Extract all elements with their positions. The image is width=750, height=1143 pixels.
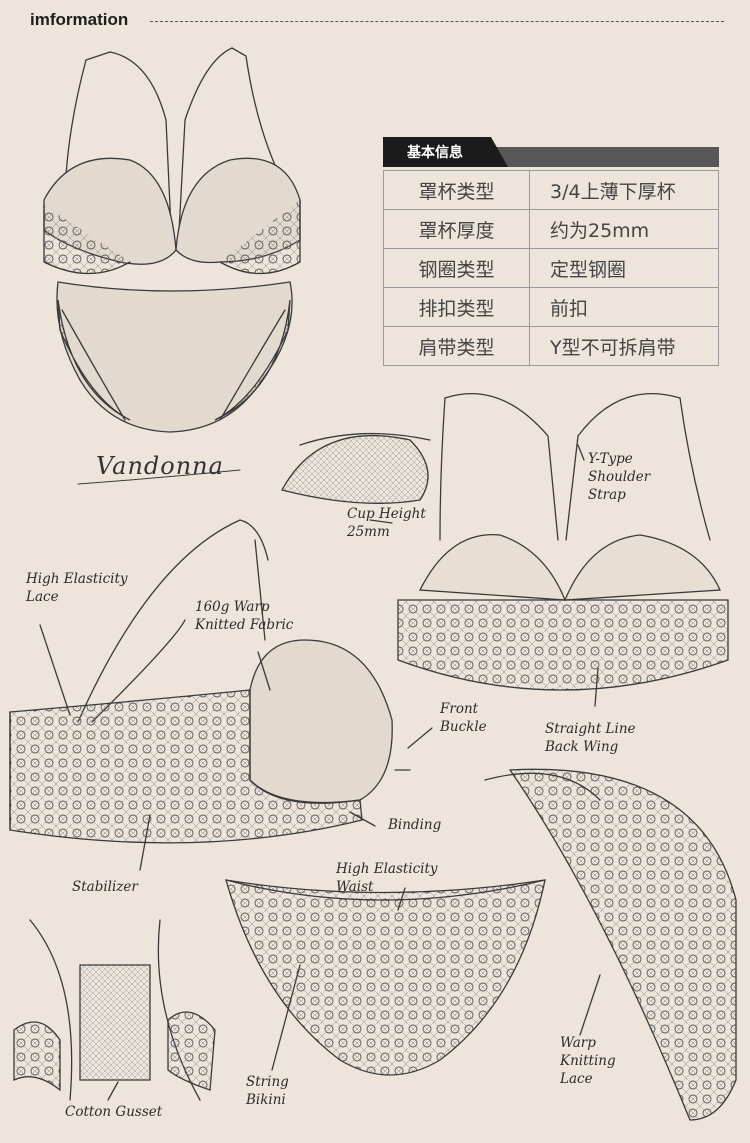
annotation-straight-line-back-wing: Straight Line Back Wing (545, 721, 636, 755)
annotation-y-type-strap: Y-Type Shoulder Strap (588, 451, 651, 503)
info-heading: 基本信息 (407, 145, 463, 161)
annotation-stabilizer: Stabilizer (72, 879, 138, 895)
annotation-front-buckle: Front Buckle (440, 701, 487, 735)
spec-value: Y型不可拆肩带 (529, 326, 719, 366)
spec-table: 罩杯类型 3/4上薄下厚杯 罩杯厚度 约为25mm 钢圈类型 定型钢圈 排扣类型… (383, 170, 719, 366)
cotton-gusset-sketch (13, 919, 216, 1101)
header-black-tab (383, 137, 508, 167)
bottom-panty-sketch (225, 879, 546, 1076)
table-row: 钢圈类型 定型钢圈 (383, 248, 719, 288)
spec-value: 3/4上薄下厚杯 (529, 170, 719, 210)
annotation-high-elasticity-lace: High Elasticity Lace (26, 571, 128, 605)
right-bra-sketch (397, 392, 729, 707)
spec-key: 钢圈类型 (383, 248, 530, 288)
annotation-high-elasticity-waist: High Elasticity Waist (336, 861, 438, 895)
annotation-cup-height: Cup Height 25mm (347, 506, 426, 540)
large-bra-sketch (9, 519, 433, 871)
annotation-cotton-gusset: Cotton Gusset (65, 1104, 163, 1120)
header-dashed-divider (150, 21, 724, 22)
spec-key: 罩杯厚度 (383, 209, 530, 249)
spec-key: 肩带类型 (383, 326, 530, 366)
signature: Vandonna (96, 452, 224, 480)
top-panty-sketch (56, 281, 293, 433)
spec-key: 排扣类型 (383, 287, 530, 327)
annotation-warp-knitted-fabric: 160g Warp Knitted Fabric (195, 599, 294, 633)
basic-info-panel: 基本信息 罩杯类型 3/4上薄下厚杯 罩杯厚度 约为25mm 钢圈类型 定型钢圈… (383, 137, 719, 366)
annotation-warp-knitting-lace: Warp Knitting Lace (560, 1035, 616, 1087)
spec-value: 约为25mm (529, 209, 719, 249)
spec-value: 前扣 (529, 287, 719, 327)
annotation-binding: Binding (388, 817, 442, 833)
cup-height-sketch (281, 432, 431, 524)
info-panel-header: 基本信息 (383, 137, 719, 167)
section-title: imformation (30, 10, 129, 29)
table-row: 罩杯类型 3/4上薄下厚杯 (383, 170, 719, 210)
table-row: 肩带类型 Y型不可拆肩带 (383, 326, 719, 366)
top-bra-sketch (43, 47, 301, 275)
spec-value: 定型钢圈 (529, 248, 719, 288)
table-row: 排扣类型 前扣 (383, 287, 719, 327)
lace-detail-sketch (484, 768, 737, 1121)
annotation-string-bikini: String Bikini (246, 1074, 289, 1108)
table-row: 罩杯厚度 约为25mm (383, 209, 719, 249)
spec-key: 罩杯类型 (383, 170, 530, 210)
